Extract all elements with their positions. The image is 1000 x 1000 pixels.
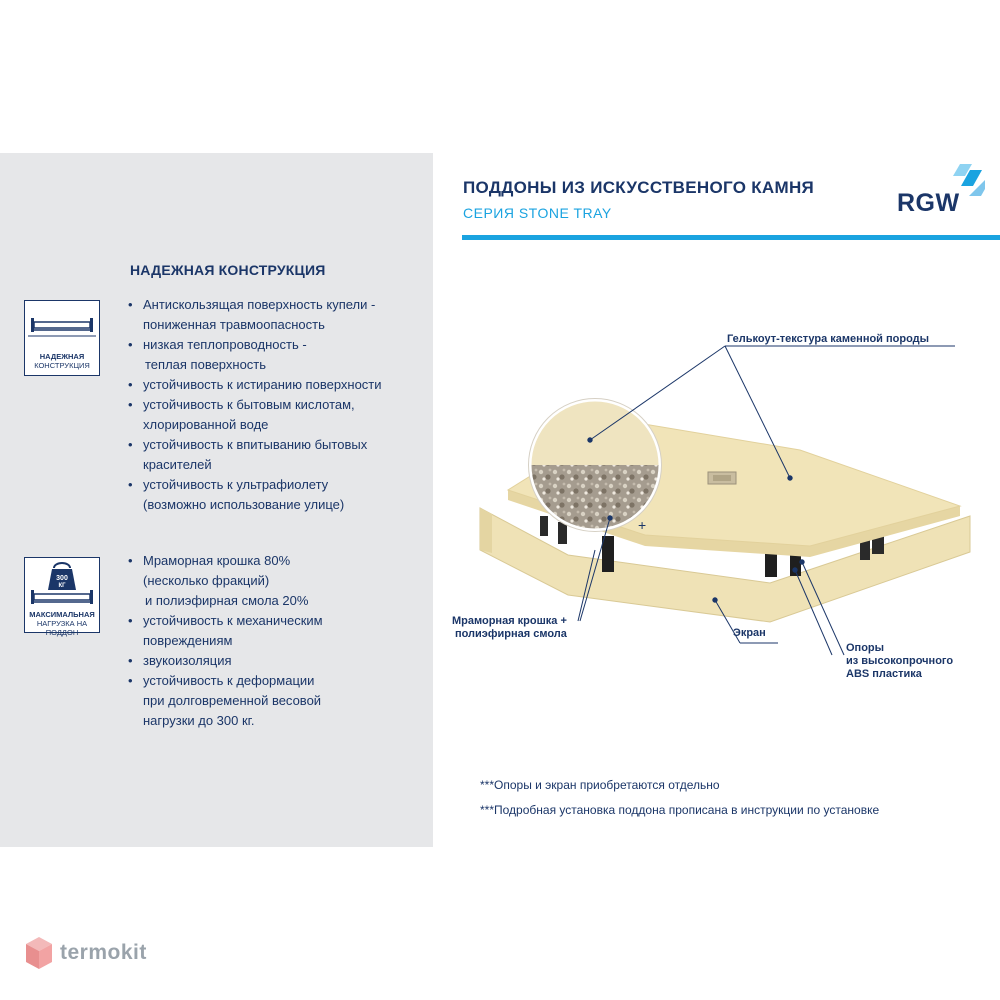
list-item: низкая теплопроводность -теплая поверхно… xyxy=(128,335,382,375)
list-item: звукоизоляция xyxy=(128,651,323,671)
plus-sign: + xyxy=(638,517,646,533)
callout-gelcoat: Гелькоут-текстура каменной породы xyxy=(727,333,930,345)
rgw-logo-icon xyxy=(953,164,985,196)
list-item: устойчивость к ультрафиолету(возможно ис… xyxy=(128,475,382,515)
watermark-text: termokit xyxy=(60,941,147,964)
badge-caption-line2: КОНСТРУКЦИЯ xyxy=(34,361,90,370)
note-installation: ***Подробная установка поддона прописана… xyxy=(480,803,880,817)
shelf-icon xyxy=(28,318,96,337)
page-subtitle: СЕРИЯ STONE TRAY xyxy=(463,205,612,221)
list-item: устойчивость к истиранию поверхности xyxy=(128,375,382,395)
features-list-material: Мраморная крошка 80%(несколько фракций)и… xyxy=(128,551,323,731)
weight-icon: 300 КГ xyxy=(31,562,93,604)
weight-value: 300 xyxy=(56,575,68,582)
list-item: устойчивость к бытовым кислотам,хлориров… xyxy=(128,395,382,435)
header-rule xyxy=(462,235,1000,240)
badge-caption-line1: МАКСИМАЛЬНАЯ xyxy=(29,610,95,619)
max-load-badge: 300 КГ МАКСИМАЛЬНАЯ НАГРУЗКА НА ПОДДОН xyxy=(24,557,100,636)
cube-logo-icon xyxy=(26,937,52,969)
callout-marble: Мраморная крошка + полиэфирная смола xyxy=(452,615,567,640)
logo-text: RGW xyxy=(897,189,960,217)
reliable-construction-badge: НАДЕЖНАЯ КОНСТРУКЦИЯ xyxy=(24,300,100,376)
section-title: НАДЕЖНАЯ КОНСТРУКЦИЯ xyxy=(130,262,326,278)
list-item: Мраморная крошка 80%(несколько фракций)и… xyxy=(128,551,323,611)
tray-front-edge xyxy=(508,490,960,557)
list-item: устойчивость к впитыванию бытовыхкрасите… xyxy=(128,435,382,475)
weight-unit: КГ xyxy=(58,583,66,589)
features-list-construction: Антискользящая поверхность купели -пониж… xyxy=(128,295,382,515)
list-item: Антискользящая поверхность купели -пониж… xyxy=(128,295,382,335)
watermark: termokit xyxy=(24,935,147,971)
badge-caption-line1: НАДЕЖНАЯ xyxy=(39,352,85,361)
badge-caption-line2: НАГРУЗКА НА ПОДДОН xyxy=(36,619,88,637)
tray-diagram: + xyxy=(479,345,971,656)
page-title: ПОДДОНЫ ИЗ ИСКУССТВЕНОГО КАМНЯ xyxy=(463,178,815,197)
callout-screen: Экран xyxy=(733,627,766,639)
note-purchase-separately: ***Опоры и экран приобретаются отдельно xyxy=(480,778,720,792)
screen-panel xyxy=(479,507,971,623)
callout-supports: Опоры из высокопрочного ABS пластика xyxy=(846,642,954,680)
